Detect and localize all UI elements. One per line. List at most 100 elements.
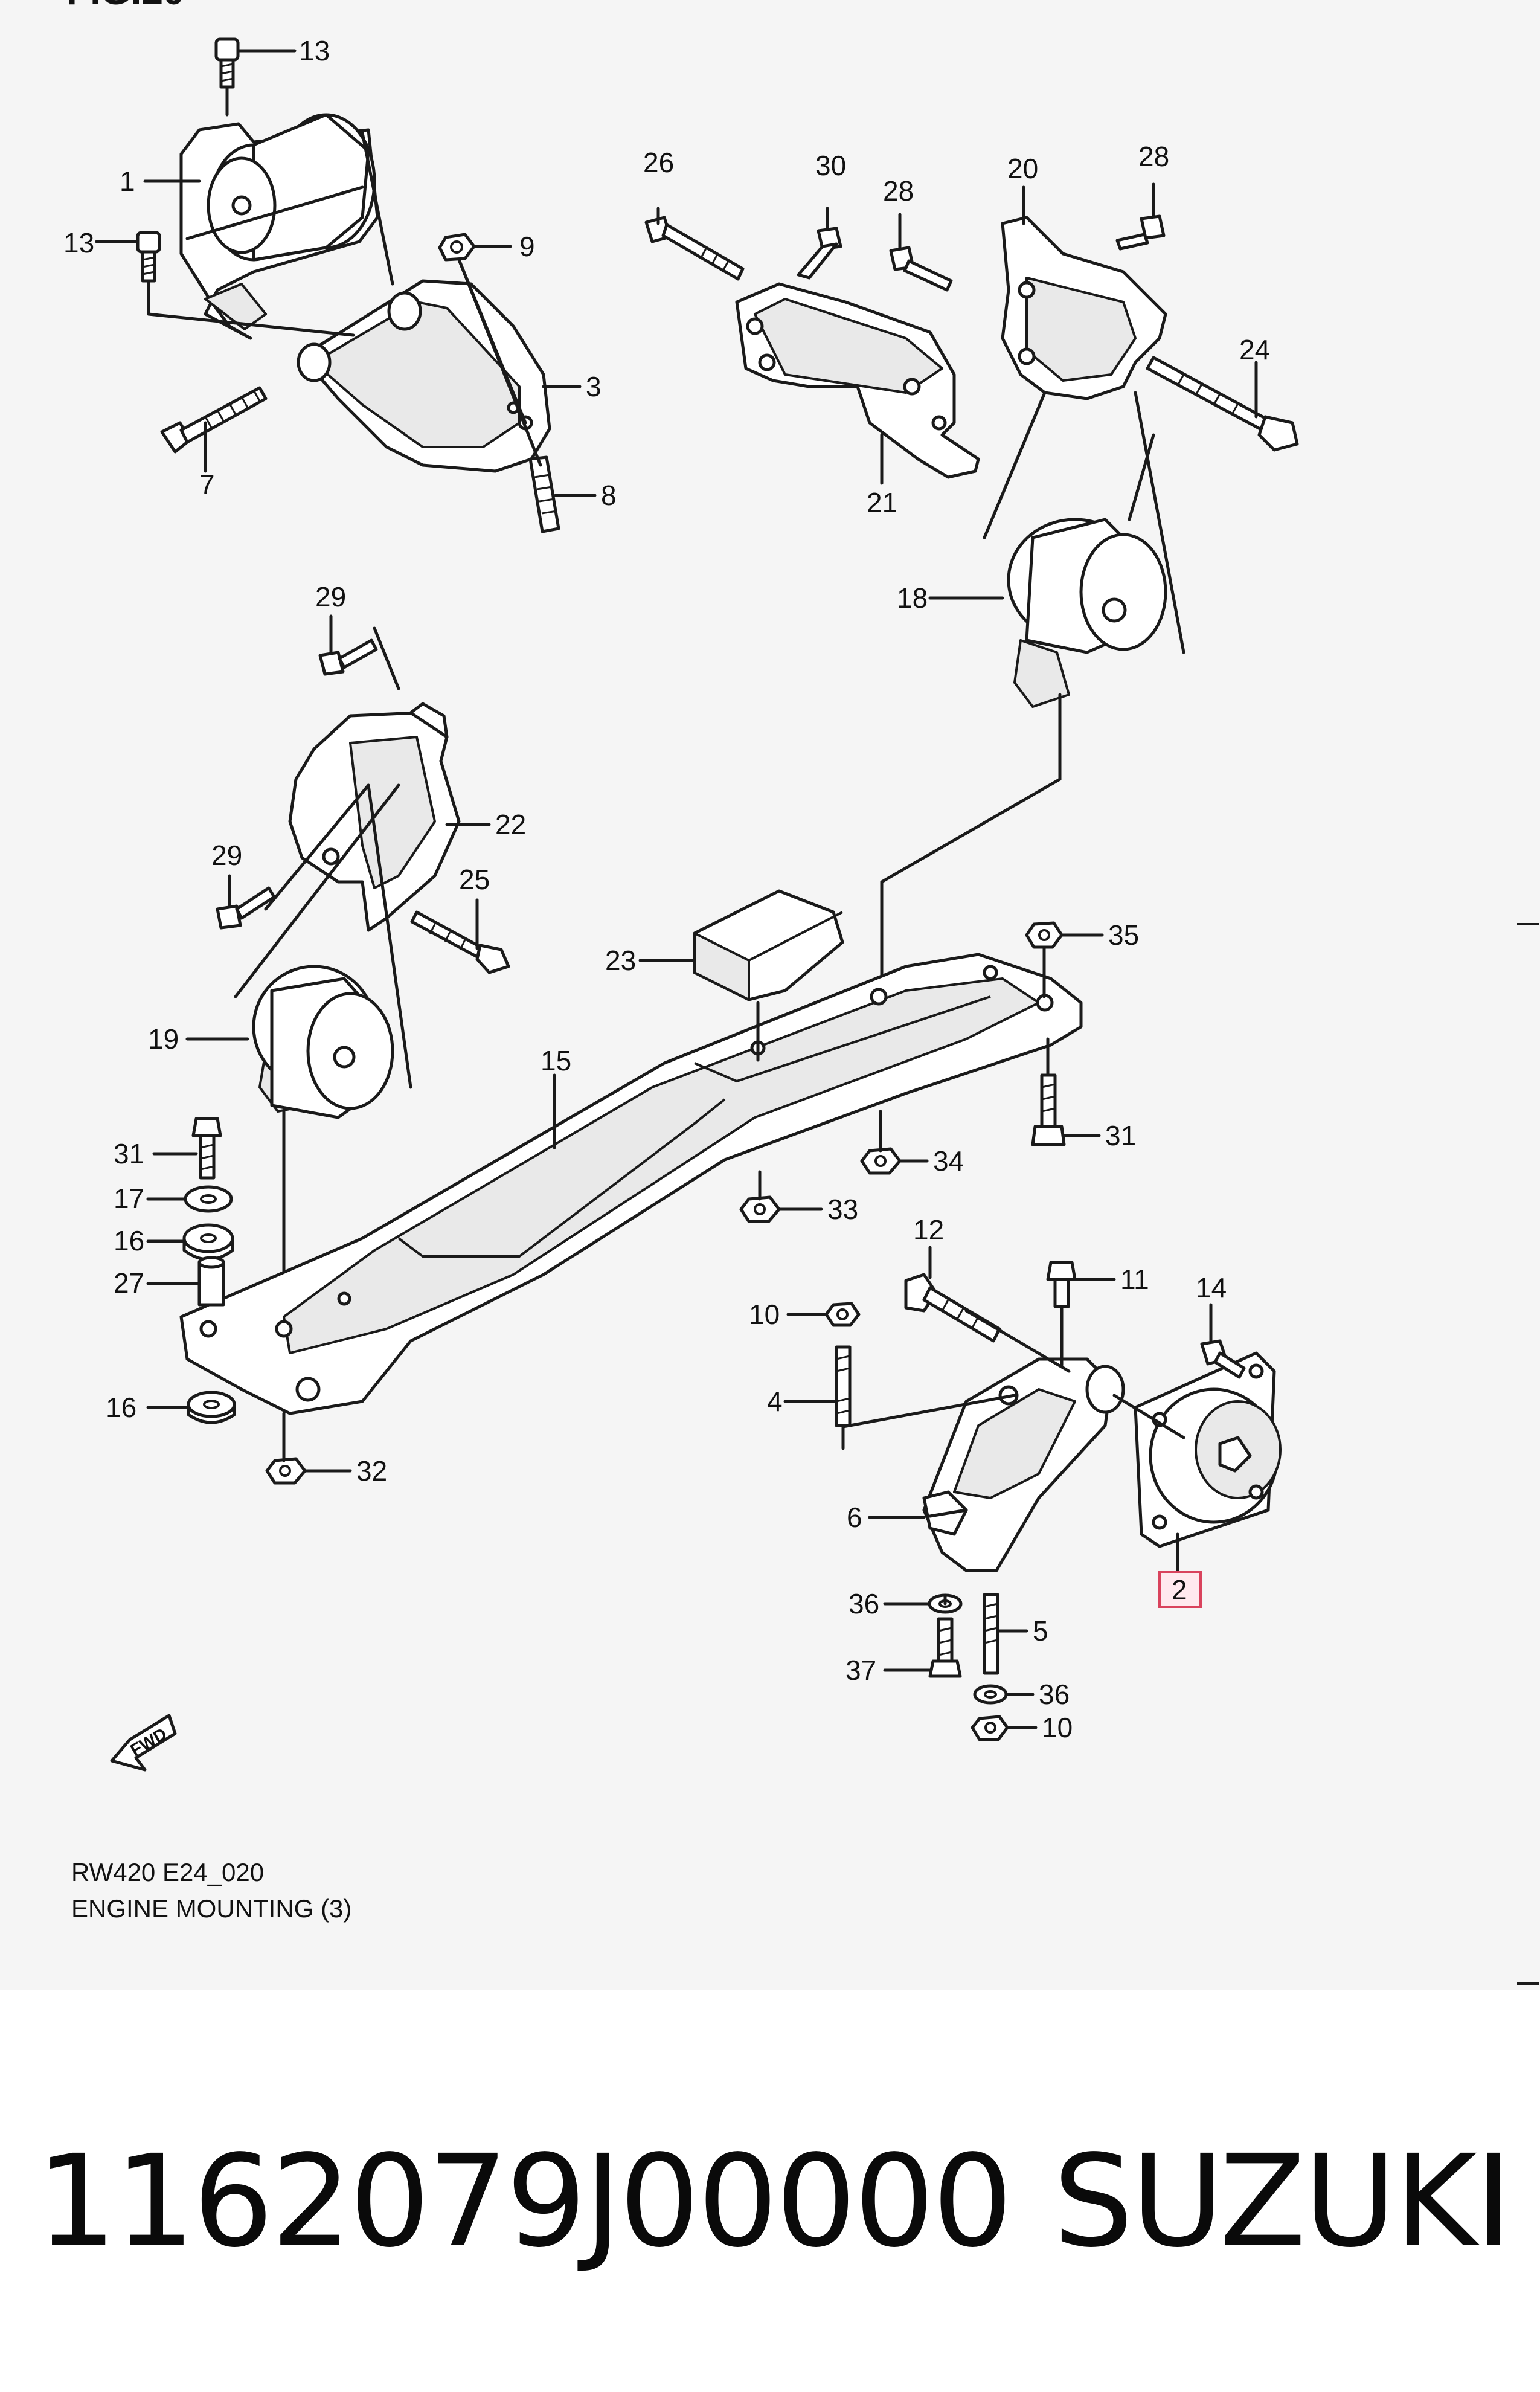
callout-28-left[interactable]: 28	[883, 175, 914, 207]
fwd-arrow-icon: FWD	[110, 1714, 177, 1772]
part-12-bolt	[904, 1273, 1001, 1343]
part-9-nut	[438, 233, 476, 262]
brand-name: SUZUKI	[1053, 2127, 1512, 2275]
part-14-bolt	[1200, 1339, 1246, 1379]
part-32-nut	[265, 1457, 307, 1485]
callout-4[interactable]: 4	[767, 1386, 783, 1417]
callout-2[interactable]: 2	[1172, 1574, 1187, 1606]
part-28-bolt-right	[1115, 214, 1166, 251]
callout-24[interactable]: 24	[1239, 334, 1270, 365]
callout-29-top[interactable]: 29	[315, 581, 346, 612]
part-24-bolt	[1146, 356, 1299, 452]
callout-29-left[interactable]: 29	[211, 840, 242, 871]
part-30-bolt	[797, 227, 842, 280]
callout-36-left[interactable]: 36	[849, 1588, 879, 1619]
part-8-stud	[528, 455, 560, 533]
part-25-bolt	[410, 910, 510, 974]
callout-27[interactable]: 27	[114, 1267, 144, 1299]
leader-lines-upper-right	[656, 182, 1258, 654]
part-20-bracket	[1001, 216, 1167, 400]
callout-33[interactable]: 33	[827, 1194, 858, 1225]
part-23-pad	[693, 889, 844, 1001]
part-33-nut	[739, 1195, 781, 1223]
part-1-engine-mount-left	[179, 113, 379, 340]
part-7-bolt	[160, 386, 268, 454]
part-5-stud	[983, 1593, 999, 1675]
page-edge-mark	[1517, 1982, 1539, 1985]
part-26-bolt	[644, 216, 745, 281]
part-31-bolt-left	[191, 1117, 222, 1180]
part-2-mount-highlighted	[1134, 1351, 1282, 1548]
callout-19[interactable]: 19	[148, 1023, 179, 1055]
part-27-sleeve	[197, 1256, 225, 1307]
part-37-bolt	[928, 1617, 962, 1678]
callout-25[interactable]: 25	[459, 864, 490, 895]
leader-lines-top-left	[147, 85, 542, 473]
callout-21[interactable]: 21	[867, 487, 897, 518]
callout-16-upper[interactable]: 16	[114, 1225, 144, 1256]
part-11-bolt	[1046, 1261, 1077, 1308]
callout-32[interactable]: 32	[356, 1455, 387, 1487]
part-31-bolt-right	[1031, 1073, 1066, 1146]
callout-26[interactable]: 26	[643, 147, 674, 178]
callout-37[interactable]: 37	[845, 1654, 876, 1686]
part-13-bolt-top	[214, 37, 240, 89]
callout-3[interactable]: 3	[586, 371, 602, 402]
callout-34[interactable]: 34	[933, 1145, 964, 1177]
leader-lines-crossmember	[282, 945, 1050, 1462]
callout-15[interactable]: 15	[541, 1045, 571, 1076]
part-21-bracket	[735, 282, 980, 479]
part-18-mount	[1007, 518, 1167, 708]
callout-14[interactable]: 14	[1196, 1272, 1227, 1304]
callout-13-top[interactable]: 13	[299, 35, 330, 66]
callout-13-left[interactable]: 13	[63, 227, 94, 259]
engine-mounting-diagram: FWD 13 1 13	[63, 35, 1299, 1772]
callout-20[interactable]: 20	[1007, 153, 1038, 184]
figure-title: FIG.20	[66, 0, 185, 13]
section-name: ENGINE MOUNTING (3)	[71, 1894, 352, 1923]
part-17-washer	[184, 1185, 233, 1213]
callout-10-lower[interactable]: 10	[1042, 1712, 1073, 1743]
part-35-nut	[1025, 921, 1064, 949]
page-edge-mark	[1517, 923, 1539, 925]
part-4-stud	[835, 1345, 852, 1427]
callout-11[interactable]: 11	[1120, 1264, 1149, 1295]
callout-6[interactable]: 6	[847, 1502, 862, 1533]
callout-36-right[interactable]: 36	[1039, 1679, 1070, 1710]
part-10-nut-upper	[824, 1302, 861, 1327]
part-36-washer-right	[973, 1684, 1008, 1705]
part-10-nut-lower	[971, 1715, 1009, 1741]
part-number: 1162079J00000	[36, 2127, 1013, 2275]
callout-18[interactable]: 18	[897, 582, 928, 614]
leader-18-to-crossmember	[880, 702, 1062, 998]
callout-9[interactable]: 9	[519, 231, 535, 262]
part-29-bolt-top	[318, 638, 378, 676]
callout-10-upper[interactable]: 10	[749, 1299, 780, 1330]
part-16-bushing-lower	[187, 1391, 236, 1424]
callout-31-left[interactable]: 31	[114, 1138, 144, 1169]
part-16-bushing-upper	[182, 1223, 234, 1261]
callout-23[interactable]: 23	[605, 945, 636, 976]
callout-22[interactable]: 22	[495, 809, 526, 840]
part-34-nut	[860, 1147, 902, 1175]
part-6-bracket	[922, 1357, 1125, 1572]
callout-5[interactable]: 5	[1033, 1615, 1048, 1647]
callout-16-lower[interactable]: 16	[106, 1392, 136, 1423]
diagram-caption: RW420 E24_020 ENGINE MOUNTING (3)	[71, 1854, 351, 1927]
callout-35[interactable]: 35	[1108, 919, 1139, 951]
callout-28-right[interactable]: 28	[1138, 141, 1169, 172]
part-13-bolt-left	[136, 231, 161, 283]
part-19-mount	[252, 965, 394, 1119]
callout-8[interactable]: 8	[601, 480, 617, 511]
callout-31-right[interactable]: 31	[1105, 1120, 1136, 1151]
model-code: RW420 E24_020	[71, 1858, 265, 1886]
part-2-highlight-box[interactable]	[1158, 1571, 1202, 1608]
callout-1[interactable]: 1	[120, 166, 135, 197]
product-footer: 1162079J00000 SUZUKI	[36, 2127, 1512, 2275]
callout-17[interactable]: 17	[114, 1183, 144, 1214]
callout-7[interactable]: 7	[199, 469, 215, 500]
part-28-bolt-left	[889, 246, 953, 292]
callout-12[interactable]: 12	[913, 1214, 944, 1246]
callout-30[interactable]: 30	[815, 150, 846, 181]
leader-lines-lower-right	[841, 1246, 1213, 1606]
